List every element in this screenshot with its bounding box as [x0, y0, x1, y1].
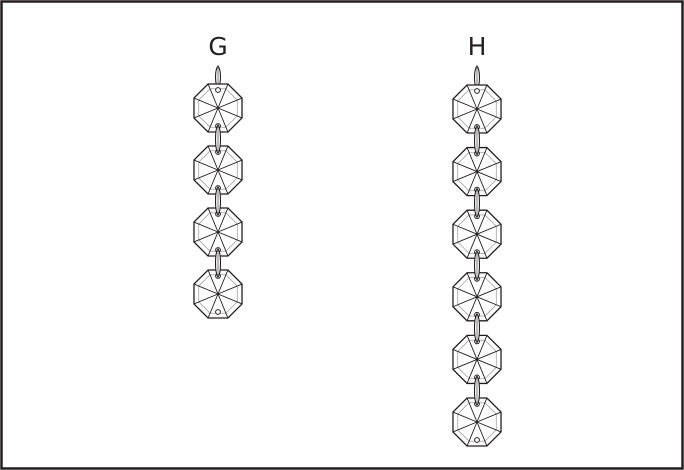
octagon-crystal [193, 269, 243, 319]
crystal-facet-line [476, 358, 502, 370]
crystal-facet-line [452, 358, 478, 370]
octagon-crystal [452, 397, 502, 447]
crystal-facet-line [476, 98, 502, 110]
crystal-facet-line [476, 296, 488, 321]
crystal-facet-line [476, 223, 502, 235]
octagon-crystal [193, 83, 243, 133]
crystal-facet-line [193, 97, 219, 109]
crystal-facet-line [452, 411, 478, 423]
crystal-facet-line [193, 221, 219, 233]
octagon-crystal [452, 272, 502, 322]
crystal-facet-line [207, 293, 219, 319]
crystal-hole-top [215, 87, 221, 93]
crystal-facet-line [207, 107, 219, 133]
crystal-facet-line [207, 231, 219, 257]
crystal-facet-line [466, 147, 478, 172]
crystal-facet-line [217, 269, 229, 295]
crystal-facet-line [207, 269, 219, 295]
crystal-facet-line [476, 171, 502, 182]
crystal-facet-line [217, 293, 243, 305]
crystal-facet-line [452, 161, 478, 173]
crystal-facet-line [476, 421, 502, 433]
crystal-facet-line [452, 296, 478, 308]
crystal-hole-bottom [474, 437, 480, 443]
crystal-facet-line [452, 349, 478, 360]
octagon-crystal [452, 334, 502, 385]
crystal-hole-top [474, 88, 480, 94]
crystal-facet-line [217, 231, 243, 243]
crystal-facet-line [476, 349, 502, 360]
crystal-facet-line [217, 207, 229, 233]
crystal-facet-line [476, 421, 488, 447]
crystal-facet-line [466, 335, 478, 360]
crystal-facet-line [217, 221, 243, 233]
octagon-crystal [452, 209, 502, 259]
crystal-facet-line [476, 335, 488, 360]
crystal-facet-line [466, 84, 478, 110]
crystal-facet-line [193, 107, 219, 119]
crystal-hole-bottom [215, 309, 221, 315]
crystal-facet-line [466, 397, 478, 423]
crystal-facet-line [193, 293, 219, 305]
crystal-facet-line [193, 231, 219, 243]
crystal-facet-line [452, 233, 478, 245]
crystal-facet-line [476, 161, 502, 173]
crystal-facet-line [466, 234, 478, 259]
crystal-facet-line [466, 421, 478, 447]
crystal-facet-line [217, 107, 229, 133]
crystal-facet-line [452, 108, 478, 120]
crystal-facet-line [476, 397, 488, 423]
crystal-facet-line [452, 171, 478, 182]
crystal-strand-g [193, 65, 243, 319]
crystal-facet-line [476, 359, 488, 384]
crystal-facet-line [476, 233, 502, 245]
crystal-facet-line [207, 207, 219, 233]
crystal-facet-line [217, 283, 243, 295]
crystal-facet-line [476, 286, 502, 298]
crystal-facet-line [466, 108, 478, 134]
crystal-facet-line [452, 223, 478, 235]
strand-label-h: H [468, 32, 487, 61]
crystal-facet-line [217, 169, 229, 195]
crystal-facet-line [217, 159, 243, 171]
crystal-facet-line [217, 107, 243, 119]
crystal-facet-line [476, 210, 488, 235]
crystal-facet-line [207, 83, 219, 109]
crystal-facet-line [217, 231, 229, 257]
crystal-facet-line [217, 83, 229, 109]
crystal-facet-line [476, 234, 488, 259]
crystal-facet-line [476, 108, 502, 120]
crystal-facet-line [193, 283, 219, 295]
crystal-facet-line [452, 98, 478, 110]
crystal-facet-line [452, 421, 478, 433]
octagon-crystal [452, 84, 502, 134]
crystal-facet-line [452, 286, 478, 298]
crystal-facet-line [476, 147, 488, 172]
crystal-facet-line [193, 169, 219, 181]
crystal-facet-line [476, 108, 488, 134]
crystal-strand-h [452, 65, 502, 447]
crystal-facet-line [476, 84, 488, 110]
crystal-facet-line [476, 272, 488, 297]
crystal-facet-line [466, 359, 478, 384]
crystal-facet-line [466, 296, 478, 321]
crystal-facet-line [217, 293, 229, 319]
crystal-facet-line [217, 145, 229, 171]
strand-label-g: G [208, 32, 227, 61]
crystal-facet-line [207, 145, 219, 171]
crystal-facet-line [476, 411, 502, 423]
crystal-facet-line [217, 97, 243, 109]
crystal-facet-line [476, 296, 502, 308]
crystal-facet-line [476, 171, 488, 196]
crystal-facet-line [217, 169, 243, 181]
octagon-crystal [193, 207, 243, 257]
crystal-facet-line [193, 159, 219, 171]
crystal-facet-line [466, 272, 478, 297]
crystal-facet-line [207, 169, 219, 195]
crystal-facet-line [466, 171, 478, 196]
crystal-facet-line [466, 210, 478, 235]
